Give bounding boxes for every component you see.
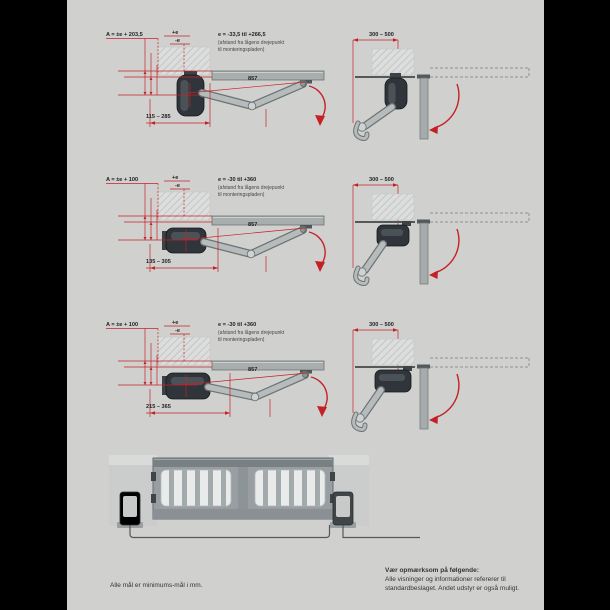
right-drive-unit: [330, 491, 356, 528]
swing-direction-arrow: [429, 83, 460, 134]
attention-note: Vær opmærksom på følgende: Alle visninge…: [385, 566, 535, 593]
dimension-lines: [118, 35, 267, 127]
swing-direction-arrow: [429, 373, 460, 424]
drive-unit: [384, 73, 408, 110]
e-range-label: e = -30 til +360: [218, 322, 256, 328]
e-range-label: e = -33,5 til +266,5: [218, 32, 266, 38]
offset-plus-label: +e: [172, 175, 178, 181]
drive-unit: [374, 366, 412, 393]
offset-minus-label: -e: [175, 328, 180, 334]
post-range-label: 300 – 500: [369, 322, 394, 328]
formula-a-label: A = ±e + 100: [106, 322, 138, 328]
formula-a-label: A = ±e + 203,5: [106, 32, 143, 38]
diagram-row2-top-view-open: 300 – 500: [352, 177, 530, 286]
double-gate: [151, 457, 335, 520]
articulated-arm: [200, 226, 307, 259]
gate-leaf-closed: [211, 215, 325, 226]
offset-plus-label: +e: [172, 30, 178, 36]
measurements-note: Alle mål er minimums-mål i mm.: [110, 582, 203, 589]
hinge-cap: [417, 364, 430, 369]
arm-length-line: [187, 81, 306, 94]
gate-leaf-closed: [211, 70, 325, 81]
diagram-row2-top-view-closed: 857 A = ±e + 100 +e -e: [106, 175, 326, 272]
gate-bracket: [300, 225, 312, 229]
mount-range-label: 115 – 285: [146, 114, 171, 120]
post-range-label: 300 – 500: [369, 32, 394, 38]
gate-leaf-open-edge: [419, 77, 429, 140]
hinge: [151, 472, 156, 481]
gate-open-ghost-outline: [430, 212, 530, 223]
offset-minus-label: -e: [175, 38, 180, 44]
articulated-arm: [198, 80, 307, 111]
diagram-row3-top-view-open: 300 – 500: [351, 322, 530, 432]
arm-length-line: [179, 227, 306, 241]
drive-unit: [162, 372, 211, 400]
attention-note-title: Vær opmærksom på følgende:: [385, 567, 479, 574]
arm-length-line: [179, 372, 308, 386]
offset-minus-label: -e: [175, 183, 180, 189]
diagram-row3-top-view-closed: 857 A = ±e + 100 +e -e: [106, 320, 328, 417]
articulated-arm: [204, 371, 309, 402]
articulated-arm: [353, 103, 396, 141]
formula-a-label: A = ±e + 100: [106, 177, 138, 183]
swing-direction-arrow: [310, 376, 328, 417]
hinge-cap: [417, 219, 430, 224]
post-range-label: 300 – 500: [369, 177, 394, 183]
offset-plus-label: +e: [172, 320, 178, 326]
attention-note-line1: Alle visninger og informationer referere…: [385, 576, 506, 583]
mount-range-label: 215 – 365: [146, 404, 171, 410]
hinge: [330, 472, 335, 481]
hinge: [151, 494, 156, 503]
left-drive-unit: [117, 491, 143, 528]
arm-length-label: 857: [248, 76, 257, 82]
attention-note-line2: standardbeslaget. Andet udstyr er også m…: [385, 585, 520, 592]
e-note-line2: til monteringspladen): [218, 47, 265, 53]
drive-unit: [176, 71, 205, 117]
e-note-line2: til monteringspladen): [218, 192, 265, 198]
gate-leaf-open-edge: [419, 222, 429, 285]
hinge: [330, 494, 335, 503]
gate-leaf-closed: [211, 360, 325, 371]
mount-range-label: 135 – 305: [146, 259, 171, 265]
hinge-cap: [417, 74, 430, 79]
dimension-lines: [118, 180, 267, 272]
e-note-line1: (afstand fra lågens drejepunkt: [218, 329, 285, 336]
diagram-row1-top-view-closed: 857 A = ±e + 203,5 +e -e: [106, 30, 326, 127]
e-note-line1: (afstand fra lågens drejepunkt: [218, 184, 285, 191]
articulated-arm: [353, 240, 387, 286]
swing-direction-arrow: [308, 85, 326, 126]
mounting-wall-hatch: [371, 193, 415, 221]
e-note-line1: (afstand fra lågens drejepunkt: [218, 39, 285, 46]
gate-open-ghost-outline: [430, 357, 530, 368]
arm-length-label: 857: [248, 222, 257, 228]
articulated-arm: [351, 386, 385, 432]
mounting-wall-hatch: [371, 48, 415, 76]
diagram-row1-top-view-open: 300 – 500: [352, 32, 530, 141]
gate-leaf-open-edge: [419, 367, 429, 430]
gate-front-view-illustration: [109, 455, 420, 539]
drive-unit: [162, 227, 207, 254]
swing-direction-arrow: [308, 231, 326, 272]
e-range-label: e = -30 til +360: [218, 177, 256, 183]
arm-length-label: 857: [248, 367, 257, 373]
gate-open-ghost-outline: [430, 67, 530, 78]
mounting-wall-hatch: [371, 338, 415, 366]
dimension-lines: [118, 325, 271, 417]
swing-direction-arrow: [429, 228, 460, 279]
e-note-line2: til monteringspladen): [218, 337, 265, 343]
cable-runs: [129, 525, 420, 539]
left-pillar: [109, 455, 157, 526]
